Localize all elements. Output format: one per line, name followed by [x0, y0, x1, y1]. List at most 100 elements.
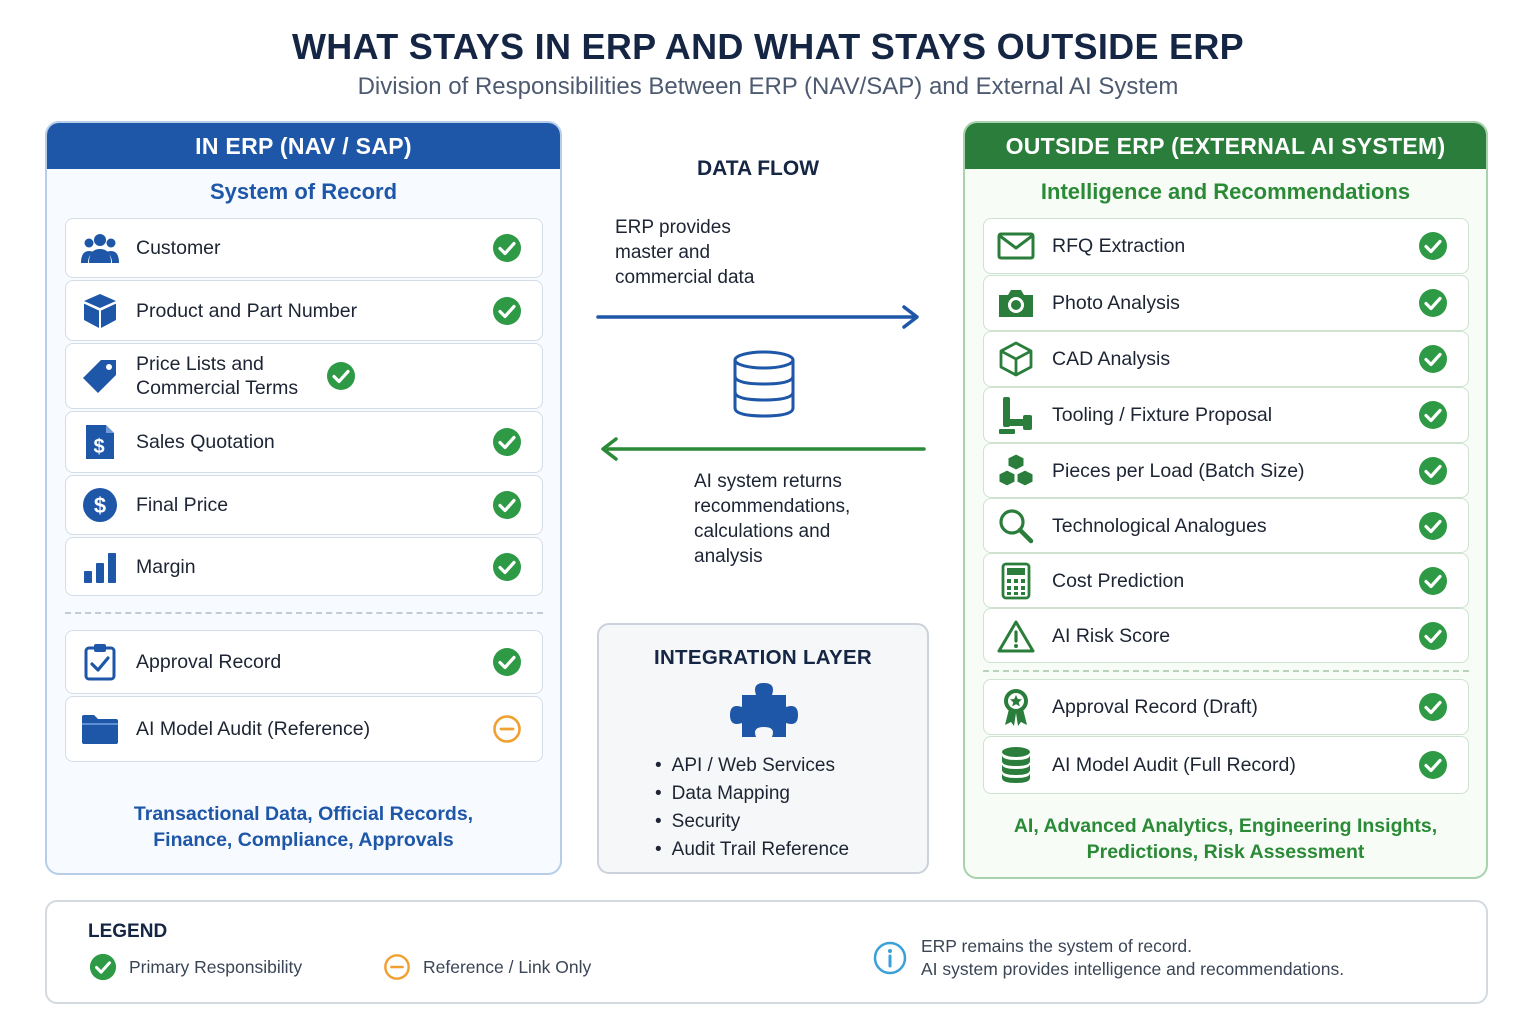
erp-item-approval-record: Approval Record — [65, 630, 543, 694]
check-circle-icon — [493, 234, 521, 262]
ai-panel-subheading: Intelligence and Recommendations — [1040, 179, 1411, 204]
integration-item: Security — [657, 808, 849, 836]
flow-text-line: master and — [615, 242, 711, 263]
ai-panel-heading: OUTSIDE ERP (EXTERNAL AI SYSTEM) — [965, 123, 1486, 169]
flow-text-line: ERP provides — [615, 217, 731, 238]
erp-item-ai-model-audit: AI Model Audit (Reference) — [65, 696, 543, 762]
clipboard-check-icon — [80, 642, 120, 682]
legend-title: LEGEND — [88, 921, 168, 942]
arrow-left-icon — [601, 437, 926, 461]
integration-item: API / Web Services — [657, 752, 849, 780]
tool-icon — [996, 395, 1036, 435]
section-divider — [65, 612, 543, 614]
item-label: Tooling / Fixture Proposal — [1052, 404, 1273, 426]
erp-item-margin: Margin — [65, 537, 543, 596]
ai-item-approval-draft: Approval Record (Draft) — [983, 679, 1469, 735]
page-subtitle: Division of Responsibilities Between ERP… — [357, 73, 1179, 100]
item-label: Approval Record (Draft) — [1052, 696, 1258, 718]
legend-primary: Primary Responsibility — [89, 953, 302, 981]
dollar-circle-icon: $ — [80, 485, 120, 525]
erp-item-sales-quotation: $ Sales Quotation — [65, 411, 543, 473]
erp-to-ai-text: ERP provides master and commercial data — [615, 215, 754, 290]
footer-line: Transactional Data, Official Records, — [133, 803, 474, 825]
erp-panel-footer: Transactional Data, Official Records, Fi… — [47, 801, 560, 853]
arrow-right-icon — [596, 305, 919, 329]
item-label: Pieces per Load (Batch Size) — [1052, 459, 1305, 482]
check-circle-icon — [327, 362, 355, 390]
erp-item-product: Product and Part Number — [65, 280, 543, 341]
item-label: Cost Prediction — [1052, 569, 1185, 592]
svg-text:$: $ — [93, 436, 104, 458]
legend-note: ERP remains the system of record. AI sys… — [873, 935, 1344, 981]
section-divider — [983, 670, 1469, 672]
reference-circle-icon — [384, 954, 410, 980]
check-circle-icon — [493, 648, 521, 676]
ai-to-erp-text: AI system returns recommendations, calcu… — [694, 469, 850, 569]
flow-text-line: recommendations, — [694, 496, 851, 517]
legend-note-line: AI system provides intelligence and reco… — [921, 959, 1345, 979]
cube-icon — [996, 339, 1036, 379]
award-badge-icon — [996, 687, 1036, 727]
ai-item-technological-analogues: Technological Analogues — [983, 498, 1469, 553]
item-label: RFQ Extraction — [1052, 235, 1186, 257]
calculator-icon — [996, 561, 1036, 601]
footer-line: Finance, Compliance, Approvals — [153, 829, 454, 851]
box-icon — [80, 291, 120, 331]
item-label: Product and Part Number — [136, 299, 358, 322]
database-icon — [996, 745, 1036, 785]
ai-item-tooling-fixture: Tooling / Fixture Proposal — [983, 387, 1469, 443]
legend-note-text: ERP remains the system of record. AI sys… — [921, 935, 1344, 981]
integration-layer-box: INTEGRATION LAYER API / Web Services Dat… — [597, 623, 929, 874]
check-circle-icon — [89, 953, 117, 981]
footer-line: Predictions, Risk Assessment — [1086, 841, 1365, 863]
check-circle-icon — [1419, 566, 1447, 595]
ai-item-cad-analysis: CAD Analysis — [983, 331, 1469, 387]
erp-item-customer: Customer — [65, 218, 543, 278]
erp-item-price-lists: Price Lists and Commercial Terms — [65, 343, 543, 409]
flow-text-line: analysis — [694, 546, 763, 567]
integration-item: Data Mapping — [657, 780, 849, 808]
ai-item-pieces-per-load: Pieces per Load (Batch Size) — [983, 443, 1469, 498]
warning-icon — [996, 616, 1036, 656]
svg-text:$: $ — [94, 493, 106, 518]
item-label: CAD Analysis — [1052, 348, 1171, 370]
data-flow-title: DATA FLOW — [696, 157, 820, 180]
erp-panel-heading: IN ERP (NAV / SAP) — [47, 123, 560, 169]
check-circle-icon — [493, 552, 521, 581]
integration-title: INTEGRATION LAYER — [653, 646, 873, 669]
ai-item-ai-model-audit: AI Model Audit (Full Record) — [983, 736, 1469, 794]
flow-text-line: commercial data — [615, 267, 755, 288]
item-label: Sales Quotation — [136, 431, 275, 453]
puzzle-icon — [730, 683, 798, 737]
check-circle-icon — [1419, 456, 1447, 485]
item-label: Approval Record — [136, 651, 282, 673]
ai-panel: OUTSIDE ERP (EXTERNAL AI SYSTEM) Intelli… — [963, 121, 1488, 879]
check-circle-icon — [1419, 693, 1447, 721]
erp-panel: IN ERP (NAV / SAP) System of Record Cust… — [45, 121, 562, 875]
legend-reference: Reference / Link Only — [383, 953, 591, 981]
page-title: WHAT STAYS IN ERP AND WHAT STAYS OUTSIDE… — [292, 26, 1244, 67]
legend-box: LEGEND Primary Responsibility Reference … — [45, 900, 1488, 1004]
price-tag-icon — [80, 356, 120, 396]
ai-item-photo-analysis: Photo Analysis — [983, 275, 1469, 331]
info-icon — [873, 941, 907, 975]
erp-panel-subheading: System of Record — [209, 179, 398, 204]
check-circle-icon — [493, 491, 521, 519]
flow-text-line: calculations and — [694, 521, 831, 542]
legend-primary-label: Primary Responsibility — [129, 956, 303, 977]
ai-item-ai-risk-score: AI Risk Score — [983, 608, 1469, 663]
erp-item-final-price: $ Final Price — [65, 475, 543, 535]
integration-item: Audit Trail Reference — [657, 836, 849, 864]
check-circle-icon — [1419, 289, 1447, 317]
check-circle-icon — [493, 428, 521, 456]
check-circle-icon — [1419, 751, 1447, 779]
item-label: Margin — [136, 555, 196, 578]
item-label: Final Price — [136, 494, 229, 516]
users-icon — [80, 228, 120, 268]
item-label: Technological Analogues — [1052, 514, 1267, 537]
legend-note-line: ERP remains the system of record. — [921, 936, 1193, 956]
footer-line: AI, Advanced Analytics, Engineering Insi… — [1013, 815, 1438, 837]
reference-circle-icon — [493, 715, 521, 743]
camera-icon — [996, 283, 1036, 323]
check-circle-icon — [1419, 345, 1447, 373]
